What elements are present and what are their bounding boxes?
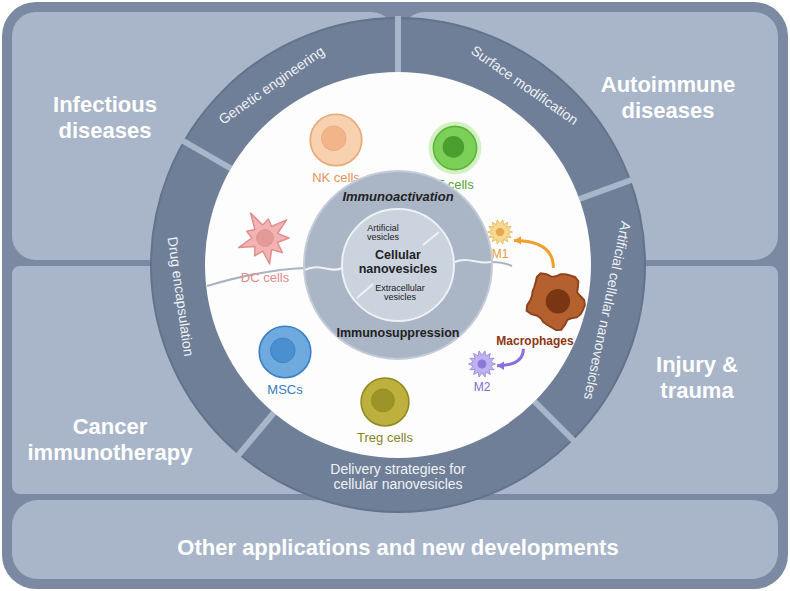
cell-node: Macrophages [495,268,589,349]
segment-label: Genetic engineering [216,43,327,127]
cell-label: Treg cells [357,431,413,446]
cell-node: M2 [467,350,497,395]
arrow-head [497,361,504,369]
disc-label: Immunoactivation [305,189,491,204]
cell-node: DC cells [234,208,296,286]
divider-curve [491,262,512,266]
cell-label: DC cells [241,271,289,286]
cell-illustration [257,324,313,380]
cell-label: M2 [474,381,491,395]
segment-label: Surface modification [468,42,581,127]
strategy-segment: Surface modification [468,42,581,127]
cell-node: NK cells [307,112,365,186]
strategy-ring [151,18,645,512]
segment-label: Delivery strategies for cellular nanoves… [311,462,486,492]
transition-arrow [514,240,553,268]
core-label: Extracellular vesicles [367,284,433,303]
cell-label: M1 [492,248,509,262]
immune-disc: ImmunoactivationImmunosuppression Artific… [303,170,493,360]
segment-label: Artificial cellular nanovesicles [581,219,634,400]
segment-label: Drug encapsulation [164,235,196,357]
cell-illustration [308,112,364,168]
cell-illustration [235,208,295,268]
strategy-segment: Drug encapsulation [164,235,196,357]
cell-node: Treg cells [356,376,414,446]
strategy-segment: Delivery strategies for cellular nanoves… [311,462,486,492]
cell-label: Macrophages [496,335,573,349]
panel-title: Cancer immunotherapy [19,414,201,467]
panel-title: Autoimmune diseases [587,72,749,125]
panel-title: Other applications and new developments [177,535,618,561]
cell-circle [205,72,591,458]
application-panel: Infectious diseases [20,90,190,147]
application-panel: Autoimmune diseases [583,70,753,127]
cell-illustration [524,268,588,332]
arrow-head [514,236,521,244]
core-label: Artificial vesicles [357,224,409,243]
transition-arrow [497,349,523,366]
cell-node: MSCs [256,324,314,398]
panel-title: Infectious diseases [24,92,186,145]
cell-illustration [487,219,513,245]
panel-title: Injury & trauma [636,352,758,405]
application-panel: Cancer immunotherapy [15,412,205,469]
core-label: Cellular nanovesicles [348,248,448,277]
cell-illustration [428,121,482,175]
disc-label: Immunosuppression [305,326,491,340]
divider-curve [207,268,305,286]
strategy-segment: Artificial cellular nanovesicles [581,219,634,400]
cell-illustration [468,350,496,378]
nanovesicle-core: Artificial vesiclesCellular nanovesicles… [341,208,455,322]
strategy-segment: Genetic engineering [216,43,327,127]
cell-label: MSCs [267,383,302,398]
application-panel: Injury & trauma [632,350,762,407]
cell-illustration [359,376,411,428]
application-panel: Other applications and new developments [173,533,622,563]
